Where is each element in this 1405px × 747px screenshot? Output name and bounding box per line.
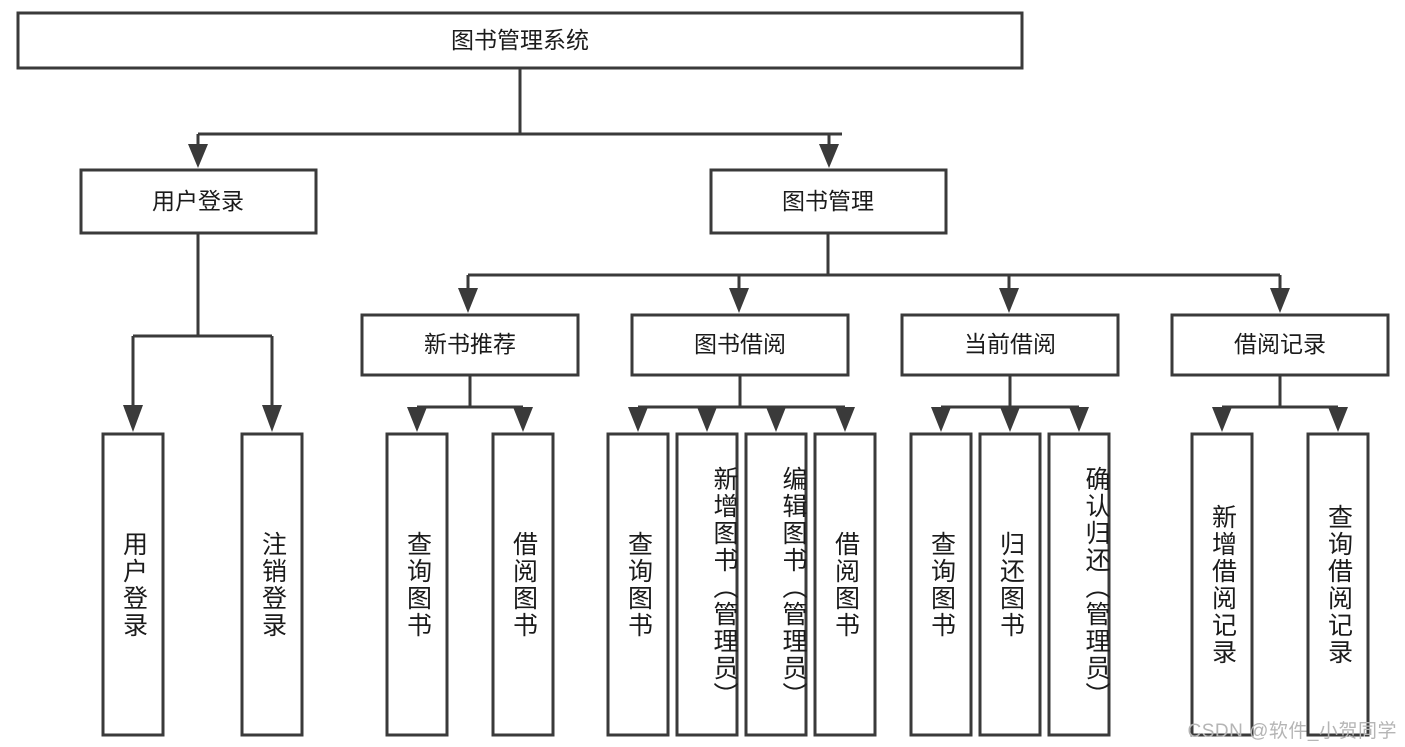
arrow-head-icon: [407, 407, 427, 432]
node-borrow-record-label: 借阅记录: [1234, 331, 1326, 357]
arrow-head-icon: [766, 407, 786, 432]
node-root-box[interactable]: [16, 11, 1024, 70]
node-book-management-label: 图书管理: [782, 188, 874, 214]
leaf-box-book-borrow-1[interactable]: [675, 432, 739, 737]
leaf-box-user-login-1[interactable]: [240, 432, 304, 737]
node-user-login-label: 用户登录: [152, 188, 244, 214]
arrow-head-icon: [188, 144, 208, 168]
arrow-head-icon: [628, 407, 648, 432]
leaf-box-new-book-0[interactable]: [385, 432, 449, 737]
node-user-login-box[interactable]: [79, 168, 318, 235]
node-current-borrow[interactable]: 当前借阅: [900, 313, 1120, 377]
leaf-box-user-login-0[interactable]: [101, 432, 165, 737]
node-current-borrow-label: 当前借阅: [964, 331, 1056, 357]
node-user-login[interactable]: 用户登录: [79, 168, 318, 235]
leaf-box-book-borrow-3[interactable]: [813, 432, 877, 737]
arrow-head-icon: [513, 407, 533, 432]
leaf-box-current-borrow-2[interactable]: [1047, 432, 1111, 737]
arrow-head-icon: [123, 405, 143, 432]
node-new-book-recommend-box[interactable]: [360, 313, 580, 377]
node-current-borrow-box[interactable]: [900, 313, 1120, 377]
watermark-text: CSDN @软件_小贺同学: [1187, 721, 1397, 742]
node-borrow-record[interactable]: 借阅记录: [1170, 313, 1390, 377]
arrow-head-icon: [931, 407, 951, 432]
connector-current-borrow-to-leaves: [931, 375, 1089, 432]
leaf-box-current-borrow-0[interactable]: [909, 432, 973, 737]
node-new-book-recommend-label: 新书推荐: [424, 331, 516, 357]
leaf-box-borrow-record-0[interactable]: [1190, 432, 1254, 737]
arrow-head-icon: [1270, 288, 1290, 313]
arrow-head-icon: [262, 405, 282, 432]
leaf-box-new-book-1[interactable]: [491, 432, 555, 737]
arrow-head-icon: [1000, 407, 1020, 432]
arrow-head-icon: [697, 407, 717, 432]
arrow-head-icon: [458, 288, 478, 313]
leaf-box-book-borrow-0[interactable]: [606, 432, 670, 737]
node-new-book-recommend[interactable]: 新书推荐: [360, 313, 580, 377]
connector-book-management-to-level3: [458, 233, 1290, 313]
connector-new-book-to-leaves: [407, 375, 533, 432]
node-book-borrow[interactable]: 图书借阅: [630, 313, 850, 377]
arrow-head-icon: [1212, 407, 1232, 432]
node-book-management[interactable]: 图书管理: [709, 168, 948, 235]
node-root[interactable]: 图书管理系统: [16, 11, 1024, 70]
arrow-head-icon: [1328, 407, 1348, 432]
leaf-box-borrow-record-1[interactable]: [1306, 432, 1370, 737]
leaf-box-book-borrow-2[interactable]: [744, 432, 808, 737]
arrow-head-icon: [835, 407, 855, 432]
connector-book-borrow-to-leaves: [628, 375, 855, 432]
leaf-box-current-borrow-1[interactable]: [978, 432, 1042, 737]
connector-root-to-level2: [188, 68, 842, 168]
connector-borrow-record-to-leaves: [1212, 375, 1348, 432]
arrow-head-icon: [819, 144, 839, 168]
node-root-label: 图书管理系统: [451, 27, 589, 53]
arrow-head-icon: [729, 288, 749, 313]
connector-user-login-to-leaves: [123, 233, 282, 432]
node-book-borrow-label: 图书借阅: [694, 331, 786, 357]
arrow-head-icon: [999, 288, 1019, 313]
arrow-head-icon: [1069, 407, 1089, 432]
